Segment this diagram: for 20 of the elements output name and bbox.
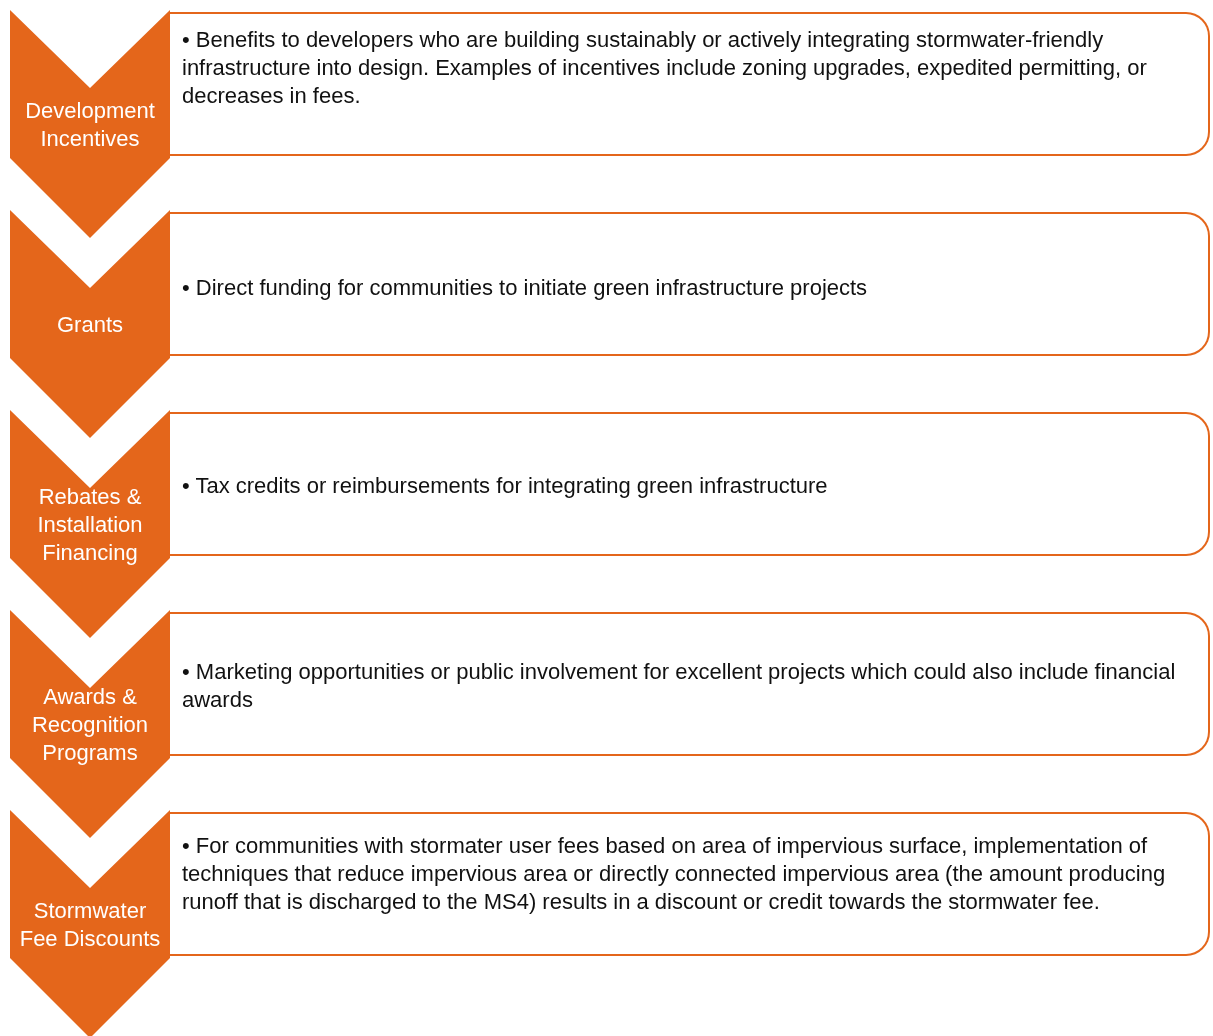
- step-label: Grants: [56, 311, 124, 339]
- chevron-step: [10, 610, 170, 838]
- description-panel: [170, 612, 1210, 756]
- step-label: Stormwater Fee Discounts: [18, 897, 162, 953]
- bullet-text: • For communities with stormater user fees based on area of impervious surface, implementation of techniques that reduce impervious area or directly connected impervious area (the amount producing runoff that is discharged to the MS4) results in a discount or credit towards the stormwater fee.: [182, 832, 1167, 916]
- description-panel: [170, 812, 1210, 956]
- description-panel: [170, 212, 1210, 356]
- step-label: Awards & Recognition Programs: [30, 683, 150, 767]
- bullet-text: • Direct funding for communities to initiate green infrastructure projects: [182, 274, 868, 302]
- description-panel: [170, 412, 1210, 556]
- chevron-step: [10, 210, 170, 438]
- bullet-text: • Benefits to developers who are building sustainably or actively integrating stormwater-friendly infrastructure into design. Examples of incentives include zoning upgrades, expedited permitting, or decreases in fees.: [182, 26, 1148, 110]
- step-label: Rebates & Installation Financing: [36, 483, 144, 567]
- step-label: Development Incentives: [24, 97, 156, 153]
- bullet-text: • Marketing opportunities or public involvement for excellent projects which could also include financial awards: [182, 658, 1177, 714]
- chevron-step: [10, 10, 170, 238]
- chevron-step: [10, 810, 170, 1036]
- description-panel: [170, 12, 1210, 156]
- chevron-step: [10, 410, 170, 638]
- bullet-text: • Tax credits or reimbursements for integrating green infrastructure: [182, 472, 828, 500]
